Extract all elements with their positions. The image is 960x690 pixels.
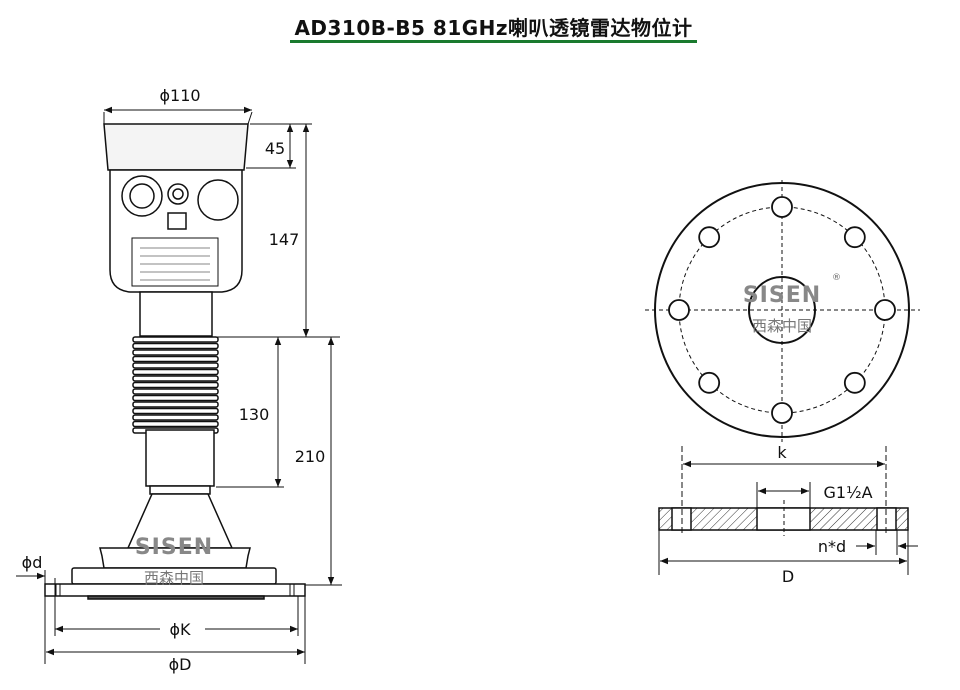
bellows-rib: [132, 407, 219, 415]
top-logo-cn: 西森中国: [752, 317, 812, 335]
bolt-hole: [771, 196, 793, 218]
top-logo-brand: SISEN: [743, 283, 821, 308]
bellows-rib: [132, 368, 219, 376]
bellows-rib: [132, 394, 219, 402]
neck: [139, 291, 213, 337]
gasket: [87, 595, 265, 600]
bolt-hole: [874, 299, 896, 321]
bellows-rib: [132, 414, 219, 421]
display-cover: [197, 179, 239, 221]
dim-housing-height: 147: [269, 230, 300, 249]
nameplate: [131, 237, 219, 287]
title-underline: [290, 40, 697, 43]
radar-side-view: [44, 111, 306, 600]
housing-cap: [103, 123, 249, 171]
dim-bellows-height: 130: [239, 405, 270, 424]
bolt-hole: [771, 402, 793, 424]
dim-holes: n*d: [818, 537, 846, 556]
side-dimension-labels: ϕ110 45 147 130 210 ϕd ϕK ϕD: [22, 86, 326, 674]
ground-screw: [167, 212, 187, 230]
dim-hole-dia: ϕd: [22, 553, 43, 572]
dim-lower-height: 210: [295, 447, 326, 466]
side-logo-cn: 西森中国: [144, 569, 204, 587]
lower-sleeve: [145, 429, 215, 487]
bellows-rib: [132, 362, 219, 369]
bellows-rib: [132, 342, 219, 350]
bolt-hole: [698, 371, 721, 394]
flange-section-view: [658, 446, 918, 575]
bolt-holes: [668, 196, 896, 424]
side-logo-watermark: SISEN 西森中国: [135, 535, 213, 587]
bellows-rib: [132, 401, 219, 408]
top-logo-watermark: SISEN 西森中国 ®: [743, 273, 841, 335]
dim-outer-dia: D: [782, 567, 794, 586]
side-dimensions: [16, 106, 342, 664]
dim-k: k: [777, 443, 787, 462]
dim-cap-height: 45: [265, 139, 285, 158]
bolt-hole: [698, 226, 721, 249]
dim-thread: G1½A: [823, 483, 872, 502]
bellows-rib: [132, 375, 219, 382]
bolt-hole: [843, 226, 866, 249]
dim-bolt-circle: ϕK: [169, 620, 191, 639]
dim-housing-dia: ϕ110: [159, 86, 200, 105]
bellows-rib: [132, 381, 219, 389]
bellows: [132, 336, 219, 434]
section-dimension-labels: k G1½A n*d D: [777, 443, 872, 586]
section-bore: [756, 507, 811, 531]
bellows-rib: [132, 420, 219, 428]
registered-mark: ®: [832, 273, 841, 283]
flange-top-view: [645, 180, 920, 442]
bellows-rib: [132, 336, 219, 343]
side-logo-brand: SISEN: [135, 535, 213, 560]
bolt-hole: [668, 299, 690, 321]
dim-flange-dia: ϕD: [169, 655, 192, 674]
bellows-rib: [132, 349, 219, 356]
bolt-hole: [843, 371, 866, 394]
page-title: AD310B-B5 81GHz喇叭透镜雷达物位计: [294, 16, 693, 40]
bellows-rib: [132, 355, 219, 363]
bellows-rib: [132, 388, 219, 395]
